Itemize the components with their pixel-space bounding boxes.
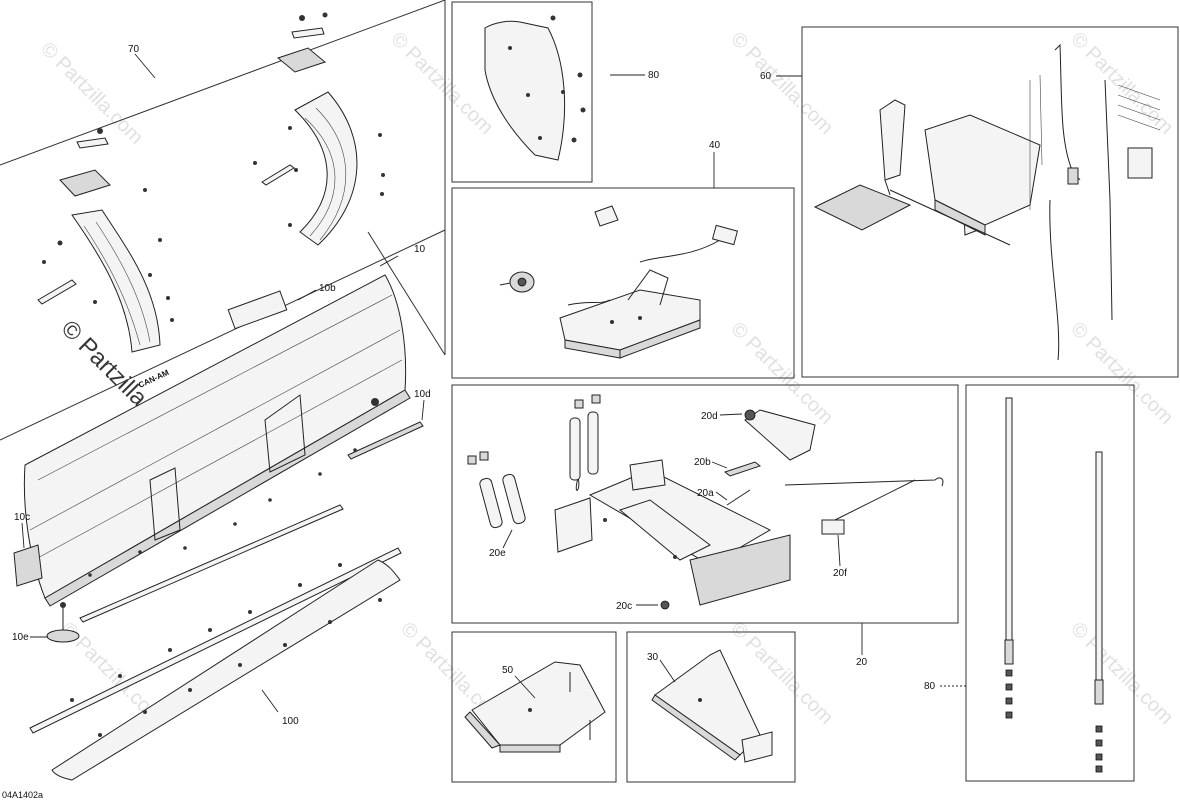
callout-60: 60 <box>760 71 772 82</box>
frame-box <box>451 1 593 183</box>
box-30-bracket: 30 <box>626 631 796 783</box>
callout-20b: 20b <box>694 457 711 468</box>
watermark-text: © Partzilla.com <box>1066 618 1177 729</box>
box-80-deflector: 80 <box>451 1 660 183</box>
callout-20d: 20d <box>701 411 718 422</box>
callout-40: 40 <box>709 140 721 151</box>
end-plate-left <box>37 128 174 353</box>
frame-box <box>451 187 795 379</box>
callout-20a: 20a <box>697 488 714 499</box>
leader-line <box>379 255 399 267</box>
callout-20e: 20e <box>489 548 506 559</box>
callout-10d: 10d <box>414 389 431 400</box>
blade-section: CAN-AM <box>0 0 446 781</box>
frame-line <box>0 0 446 166</box>
callout-50: 50 <box>502 665 514 676</box>
frame-line <box>0 229 446 441</box>
manual-sheet <box>813 184 912 231</box>
frame-box <box>451 631 617 783</box>
frame-box <box>801 26 1179 378</box>
drawing-number: 04A1402a <box>2 790 43 800</box>
frame-box <box>626 631 796 783</box>
box-80-rods: 80 <box>924 384 1135 782</box>
springs <box>467 394 601 529</box>
callout-100: 100 <box>282 716 299 727</box>
callout-10: 10 <box>414 244 426 255</box>
end-plate-right <box>253 12 385 246</box>
leader-line <box>297 289 317 301</box>
frame-box <box>451 384 959 624</box>
callout-20: 20 <box>856 657 868 668</box>
leader-line <box>421 399 425 421</box>
callout-10b: 10b <box>319 283 336 294</box>
callout-20c: 20c <box>616 601 632 612</box>
callout-10e: 10e <box>12 632 29 643</box>
watermark-text: © Partzilla.com <box>386 28 497 139</box>
leader-line <box>261 689 279 713</box>
watermark-text: © Partzilla.com <box>1066 28 1177 139</box>
frame-line <box>367 231 446 356</box>
box-50-bracket: 50 <box>451 631 617 783</box>
leader-line <box>21 522 25 549</box>
box-60-actuator-kit: 60 <box>760 26 1179 378</box>
callout-10c: 10c <box>14 512 30 523</box>
callout-80-top: 80 <box>648 70 660 81</box>
watermark-text: © Partzilla.com <box>1066 318 1177 429</box>
blade-logo: CAN-AM <box>137 368 171 390</box>
watermark-text: © Partzilla.com <box>726 28 837 139</box>
cutting-edge <box>29 504 402 781</box>
watermark-text: © Partzilla.com <box>726 318 837 429</box>
box-40-mount-kit: 40 <box>451 140 795 379</box>
frame-box <box>965 384 1135 782</box>
skid-shoe <box>46 602 80 643</box>
callout-70: 70 <box>128 44 140 55</box>
decal <box>13 544 43 587</box>
plow-blade: CAN-AM <box>23 274 411 607</box>
callout-20f: 20f <box>833 568 847 579</box>
callout-80-right: 80 <box>924 681 936 692</box>
callout-30: 30 <box>647 652 659 663</box>
box-20-push-frame: 20 <box>451 384 959 668</box>
wear-strip <box>347 421 424 460</box>
leader-line <box>134 53 156 79</box>
